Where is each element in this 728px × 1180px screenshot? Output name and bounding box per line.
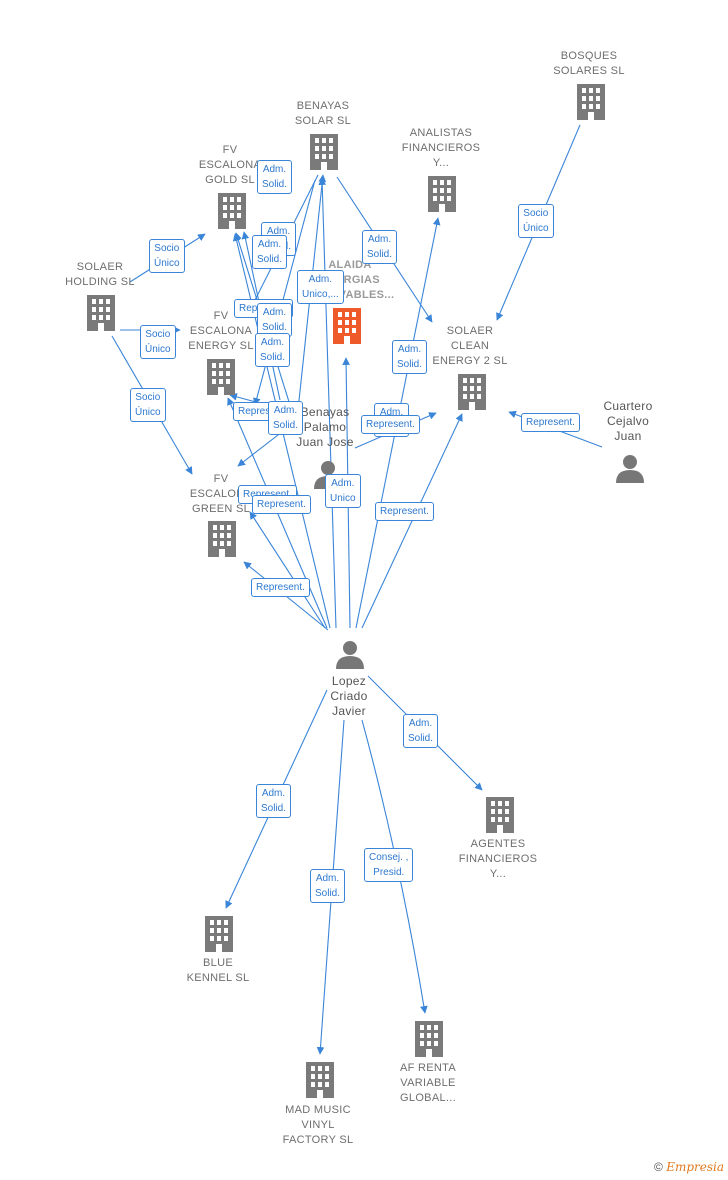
edge-label-adm-solid[interactable]: Adm.Solid. (268, 401, 304, 435)
building-icon[interactable] (204, 916, 234, 952)
main-company-building-icon[interactable] (331, 308, 363, 344)
edge-label-adm-solid[interactable]: Adm.Solid. (255, 333, 291, 367)
building-icon[interactable] (206, 359, 236, 395)
edge-label-adm-solid[interactable]: Adm.Solid. (257, 303, 293, 337)
edge-label-adm-unico[interactable]: Adm.Unico (325, 474, 361, 508)
footer-brand: © Empresia (654, 1160, 724, 1174)
edge-label-represent[interactable]: Represent. (375, 502, 434, 521)
edge-label-represent[interactable]: Represent. (521, 413, 580, 432)
building-icon[interactable] (86, 295, 116, 331)
edge-label-adm-solid[interactable]: Adm.Solid. (252, 235, 288, 269)
building-icon[interactable] (414, 1021, 444, 1057)
edge-label-adm-solid[interactable]: Adm.Solid. (310, 869, 346, 903)
building-icon[interactable] (427, 176, 457, 212)
building-icon[interactable] (576, 84, 606, 120)
edge-benayas-energy (253, 179, 316, 406)
person-icon[interactable] (615, 453, 645, 483)
edge-label-represent[interactable]: Represent. (252, 495, 311, 514)
building-icon[interactable] (217, 193, 247, 229)
building-icon[interactable] (207, 521, 237, 557)
copyright-icon: © (654, 1160, 663, 1174)
edge-label-adm-solid[interactable]: Adm.Solid. (392, 340, 428, 374)
edge-lopez-green (249, 511, 326, 629)
edge-label-adm-solid[interactable]: Adm.Solid. (362, 230, 398, 264)
edge-lopez-benayas (318, 177, 337, 629)
building-icon[interactable] (309, 134, 339, 170)
edge-label-adm-solid[interactable]: Adm.Solid. (256, 784, 292, 818)
brand-logo: Empresia (666, 1160, 724, 1174)
person-icon[interactable] (335, 639, 365, 669)
edge-label-represent[interactable]: Represent. (251, 578, 310, 597)
building-icon[interactable] (485, 797, 515, 833)
building-icon[interactable] (305, 1062, 335, 1098)
edge-label-consej-presid[interactable]: Consej. ,Presid. (364, 848, 414, 882)
edge-label-represent[interactable]: Represent. (361, 415, 420, 434)
edge-lopez-clean (361, 413, 463, 629)
edge-label-adm-solid[interactable]: Adm.Solid. (403, 714, 439, 748)
edge-label-adm-solid[interactable]: Adm.Solid. (257, 160, 293, 194)
edge-label-adm-unico[interactable]: Adm.Unico,... (297, 270, 344, 304)
building-icon[interactable] (457, 374, 487, 410)
